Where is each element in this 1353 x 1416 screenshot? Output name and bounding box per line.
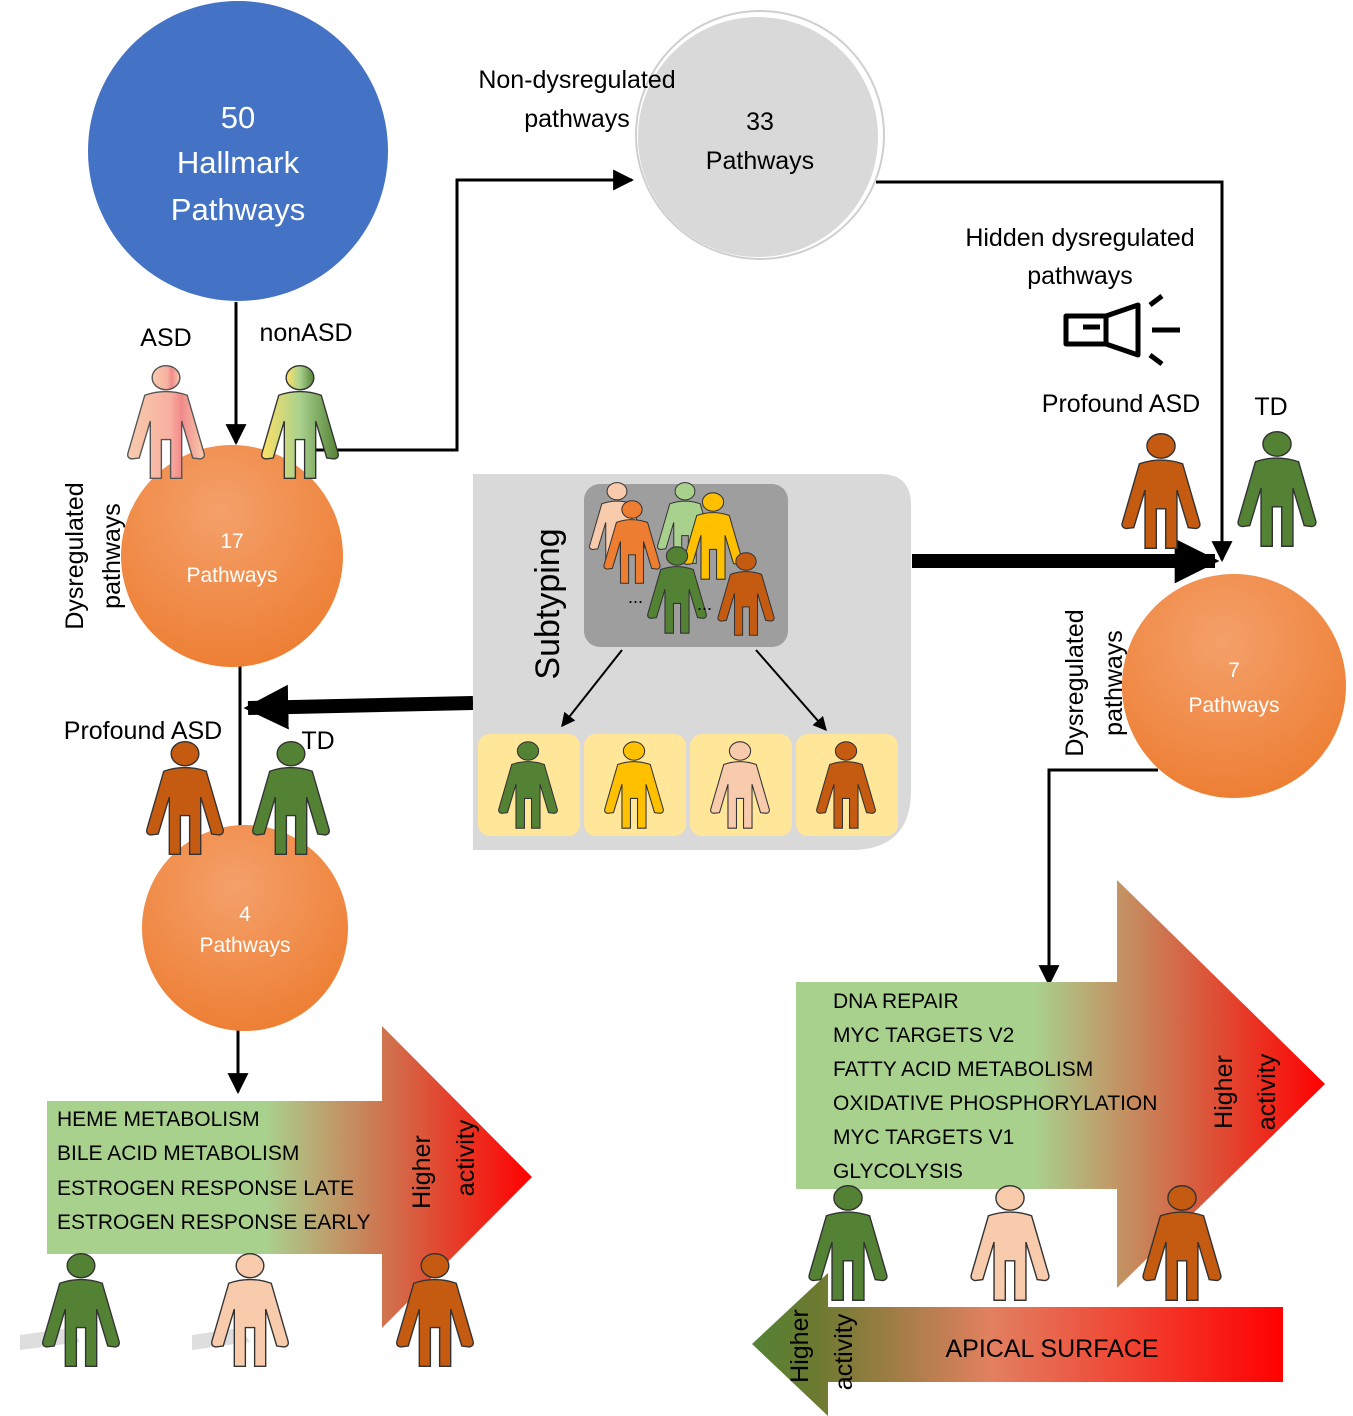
left-activity-arrow: HEME METABOLISM BILE ACID METABOLISM EST… — [47, 1026, 532, 1328]
left-higher-label: Higher — [408, 1135, 436, 1209]
apical-higher-label: Higher — [786, 1309, 814, 1383]
people-profound-td-right — [1121, 430, 1317, 550]
person-td-right-icon — [1237, 430, 1317, 548]
flashlight-icon — [1063, 294, 1180, 366]
non-dysregulated-count: 33 — [746, 108, 774, 136]
apical-surface-label: APICAL SURFACE — [945, 1335, 1158, 1363]
subtyping-panel: Subtyping ... ... — [473, 474, 911, 850]
left-pathway-2: BILE ACID METABOLISM — [57, 1142, 299, 1165]
arrow-to-non-dysregulated — [310, 169, 635, 452]
left-pathway-4: ESTROGEN RESPONSE EARLY — [57, 1211, 371, 1234]
hallmark-count: 50 — [221, 100, 255, 135]
hidden-dysregulated-label-1: Hidden dysregulated — [965, 224, 1194, 252]
td-left-label: TD — [301, 727, 334, 755]
subtype-boxes — [478, 734, 898, 836]
right-pathway-2: MYC TARGETS V2 — [833, 1024, 1014, 1047]
non-dysregulated-unit: Pathways — [706, 147, 814, 175]
connector-lines — [225, 169, 1233, 1095]
left-pathway-3: ESTROGEN RESPONSE LATE — [57, 1177, 354, 1200]
four-pathways-node: 4 Pathways — [142, 825, 348, 1031]
ellipsis-2: ... — [697, 594, 712, 614]
arrow-non-dysregulated-to-7 — [876, 180, 1233, 563]
dys17-unit: Pathways — [186, 564, 277, 587]
apical-surface-arrow: APICAL SURFACE Higher activity — [752, 1273, 1283, 1416]
right-pathway-5: MYC TARGETS V1 — [833, 1126, 1014, 1149]
apical-activity-label: activity — [830, 1313, 858, 1390]
non-dysregulated-node: 33 Pathways — [635, 10, 885, 260]
hallmark-label-1: Hallmark — [177, 145, 300, 180]
right-person-subtype-icon — [970, 1185, 1050, 1301]
left-pathway-1: HEME METABOLISM — [57, 1108, 260, 1131]
seven-count: 7 — [1228, 659, 1240, 682]
left-person-td-icon — [41, 1252, 121, 1368]
hallmark-pathways-node: 50 Hallmark Pathways — [88, 1, 388, 301]
four-count: 4 — [239, 903, 251, 926]
ellipsis-1: ... — [628, 587, 643, 607]
td-right-label: TD — [1254, 393, 1287, 421]
left-activity-label: activity — [452, 1119, 480, 1196]
dysregulated-left-label-2: pathways — [98, 503, 126, 609]
dysregulated-right-label-1: Dysregulated — [1061, 609, 1089, 756]
subtyping-label: Subtyping — [529, 528, 567, 679]
profound-asd-left-label: Profound ASD — [64, 717, 222, 745]
dysregulated-right-label-2: pathways — [1100, 630, 1128, 736]
hidden-dysregulated-label-2: pathways — [1027, 262, 1133, 290]
right-higher-label: Higher — [1210, 1055, 1238, 1129]
right-pathway-6: GLYCOLYSIS — [833, 1160, 963, 1183]
thick-arrow-subtyping-to-17 — [243, 684, 474, 730]
seven-unit: Pathways — [1188, 694, 1279, 717]
dysregulated-17-node: 17 Pathways — [121, 445, 343, 667]
seven-pathways-node: 7 Pathways — [1122, 574, 1346, 798]
right-pathway-1: DNA REPAIR — [833, 990, 959, 1013]
non-dysregulated-label-1: Non-dysregulated — [478, 66, 675, 94]
asd-label: ASD — [140, 324, 191, 352]
profound-asd-right-label: Profound ASD — [1042, 390, 1200, 418]
right-activity-label: activity — [1253, 1053, 1281, 1130]
left-bottom-people — [20, 1252, 475, 1368]
dys17-count: 17 — [220, 530, 243, 553]
dysregulated-left-label-1: Dysregulated — [61, 482, 89, 629]
person-profound-asd-right-icon — [1121, 432, 1201, 550]
right-pathway-4: OXIDATIVE PHOSPHORYLATION — [833, 1092, 1157, 1115]
four-unit: Pathways — [199, 934, 290, 957]
hallmark-label-2: Pathways — [171, 192, 305, 227]
right-pathway-3: FATTY ACID METABOLISM — [833, 1058, 1093, 1081]
right-activity-arrow: DNA REPAIR MYC TARGETS V2 FATTY ACID MET… — [796, 880, 1325, 1288]
nonasd-label: nonASD — [259, 319, 352, 347]
left-person-subtype-icon — [210, 1252, 290, 1368]
non-dysregulated-label-2: pathways — [524, 105, 630, 133]
arrow-7-to-list — [1038, 768, 1158, 987]
